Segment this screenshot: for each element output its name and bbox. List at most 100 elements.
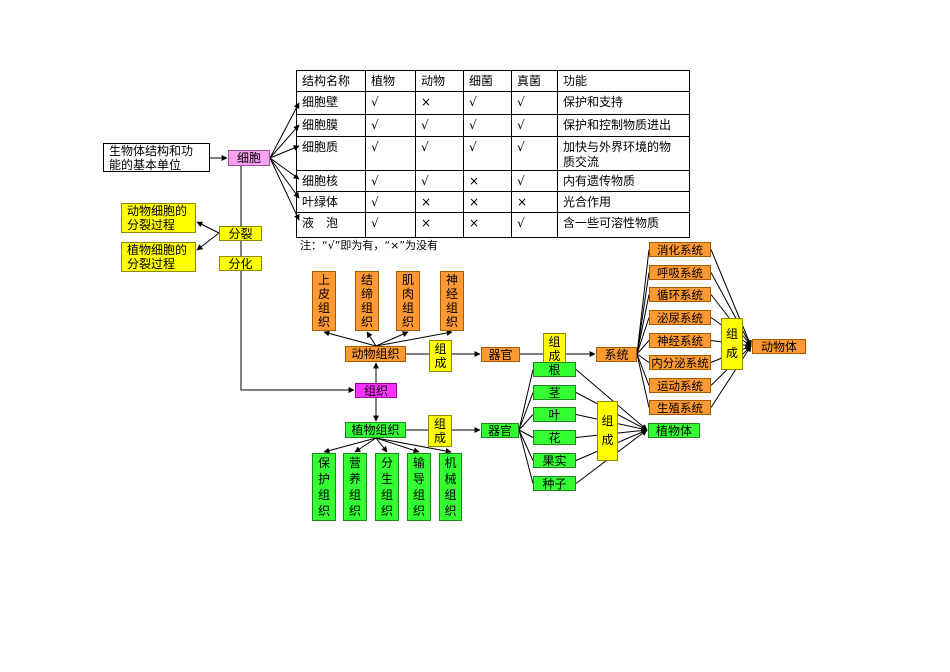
- table-cell-plant: √: [365, 114, 416, 137]
- table-cell-bacteria: ×: [463, 170, 512, 192]
- table-cell-function: 光合作用: [557, 191, 690, 213]
- table-cell-fungi: √: [511, 136, 558, 171]
- connector-line: [636, 353, 650, 363]
- plant-cell-division-box: 植物细胞的分裂过程: [121, 242, 196, 272]
- table-cell-plant: √: [365, 212, 416, 238]
- connector-line: [375, 437, 452, 454]
- connector-line: [575, 369, 648, 431]
- system-item-label: 生殖系统: [657, 400, 703, 415]
- animal-tissue-type-label: 上皮组织: [317, 273, 330, 329]
- table-cell-bacteria: ×: [463, 212, 512, 238]
- table-header-cell: 动物: [415, 70, 464, 92]
- table-cell-structure-name: 液 泡: [296, 212, 366, 238]
- table-header-cell: 功能: [557, 70, 690, 92]
- table-cell-plant: √: [365, 191, 416, 213]
- system-item-label: 消化系统: [657, 242, 703, 257]
- organ-item: 根: [533, 362, 576, 377]
- table-cell-fungi: √: [511, 170, 558, 192]
- plant-tissue-type-label: 营养组织: [348, 456, 361, 518]
- table-row: 叶绿体 √ × × × 光合作用: [296, 191, 690, 213]
- connector-line: [323, 330, 377, 347]
- organ-item-label: 根: [548, 362, 561, 377]
- plant-organ-label: 器官: [487, 423, 512, 438]
- system-item-label: 神经系统: [657, 333, 703, 348]
- connector-line: [269, 124, 300, 159]
- system-item: 内分泌系统: [649, 355, 711, 370]
- connector-line: [518, 369, 534, 431]
- table-cell-plant: √: [365, 91, 416, 115]
- table-cell-fungi: √: [511, 114, 558, 137]
- plant-organ-box: 器官: [481, 423, 519, 438]
- connector-line: [636, 317, 650, 355]
- table-cell-structure-name: 细胞壁: [296, 91, 366, 115]
- animal-tissue-type-box: 上皮组织: [312, 271, 336, 331]
- table-header-cell: 结构名称: [296, 70, 366, 92]
- connector-line: [269, 157, 300, 180]
- system-item: 消化系统: [649, 242, 711, 257]
- animal-tissue-box: 动物组织: [345, 346, 406, 362]
- system-item-label: 运动系统: [657, 378, 703, 393]
- table-cell-bacteria: ×: [463, 191, 512, 213]
- connector-line: [269, 157, 300, 221]
- table-cell-structure-name: 细胞核: [296, 170, 366, 192]
- system-item: 泌尿系统: [649, 310, 711, 325]
- compose-box: 组成: [721, 318, 743, 370]
- plant-tissue-type-box: 分生组织: [375, 453, 399, 521]
- connector-line: [366, 331, 377, 347]
- table-cell-plant: √: [365, 136, 416, 171]
- compose-box: 组成: [428, 415, 452, 447]
- animal-tissue-type-label: 神经组织: [445, 273, 458, 329]
- system-item-label: 呼吸系统: [657, 265, 703, 280]
- table-cell-function: 内有遗传物质: [557, 170, 690, 192]
- system-item: 循环系统: [649, 287, 711, 302]
- animal-tissue-type-label: 结缔组织: [360, 273, 373, 329]
- animal-tissue-type-box: 神经组织: [440, 271, 464, 331]
- connector-line: [196, 232, 220, 251]
- animal-tissue-type-label: 肌肉组织: [401, 273, 414, 329]
- animal-tissue-type-box: 结缔组织: [355, 271, 379, 331]
- table-cell-structure-name: 叶绿体: [296, 191, 366, 213]
- plant-body-box: 植物体: [648, 423, 700, 438]
- cell-label: 细胞: [236, 151, 261, 165]
- system-item: 运动系统: [649, 378, 711, 393]
- table-cell-function: 保护和控制物质进出: [557, 114, 690, 137]
- connector-line: [323, 437, 377, 454]
- plant-tissue-label: 植物组织: [351, 423, 400, 437]
- system-item-label: 泌尿系统: [657, 310, 703, 325]
- differentiation-box: 分化: [219, 256, 262, 271]
- table-cell-animal: ×: [415, 91, 464, 115]
- connector-line: [269, 102, 300, 159]
- connector-line: [636, 249, 650, 355]
- system-item: 生殖系统: [649, 400, 711, 415]
- compose-box: 组成: [429, 340, 452, 372]
- organ-item-label: 叶: [548, 407, 561, 422]
- animal-tissue-label: 动物组织: [351, 347, 400, 361]
- plant-tissue-box: 植物组织: [345, 422, 406, 438]
- basic-unit-box: 生物体结构和功能的基本单位: [103, 143, 210, 172]
- plant-tissue-type-label: 保护组织: [317, 456, 330, 518]
- animal-tissue-type-box: 肌肉组织: [396, 271, 420, 331]
- connector-line: [518, 414, 534, 431]
- table-cell-animal: √: [415, 136, 464, 171]
- plant-tissue-type-box: 营养组织: [343, 453, 367, 521]
- tissue-label: 组织: [363, 383, 388, 398]
- system-item: 神经系统: [649, 333, 711, 348]
- table-cell-animal: ×: [415, 191, 464, 213]
- compose-label: 组成: [434, 342, 447, 370]
- plant-tissue-type-box: 保护组织: [312, 453, 336, 521]
- animal-body-box: 动物体: [752, 339, 806, 354]
- connector-line: [636, 353, 650, 408]
- connector-line: [375, 330, 453, 347]
- organ-item-label: 果实: [542, 453, 567, 468]
- connector-line: [375, 331, 409, 347]
- organ-item-label: 花: [548, 430, 561, 445]
- connector-line: [269, 157, 300, 199]
- organ-item: 花: [533, 430, 576, 445]
- table-cell-fungi: ×: [511, 191, 558, 213]
- animal-body-label: 动物体: [760, 339, 797, 354]
- table-cell-fungi: √: [511, 212, 558, 238]
- animal-system-box: 系统: [596, 347, 637, 362]
- table-header-cell: 植物: [365, 70, 416, 92]
- connector-line: [518, 429, 534, 484]
